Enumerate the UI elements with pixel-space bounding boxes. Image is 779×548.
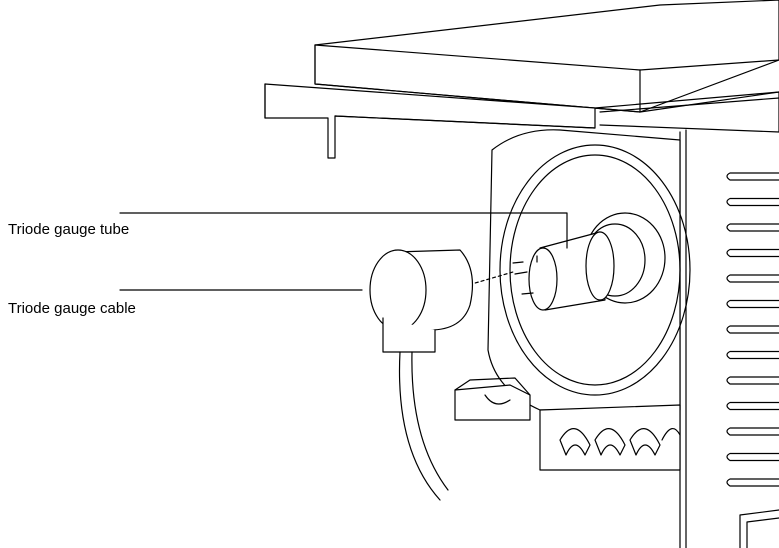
- vent-slot: [726, 376, 779, 385]
- vent-slot: [726, 350, 779, 360]
- label-triode-gauge-cable: Triode gauge cable: [8, 300, 136, 317]
- vent-slot: [726, 197, 779, 207]
- lower-latch: [454, 377, 531, 421]
- vent-slot: [726, 478, 779, 487]
- vent-slot: [726, 223, 779, 232]
- triode-gauge-cable: [369, 249, 473, 501]
- vent-slots: [726, 172, 779, 487]
- vent-slot: [726, 248, 779, 258]
- tube-pins: [512, 255, 538, 295]
- callout-line-tube: [119, 212, 568, 249]
- vent-slot: [726, 325, 779, 334]
- front-bracket: [264, 83, 779, 159]
- vent-slot: [726, 427, 779, 436]
- vent-slot: [726, 172, 779, 181]
- triode-gauge-tube: [512, 212, 666, 311]
- vent-slot: [726, 299, 779, 309]
- label-triode-gauge-tube: Triode gauge tube: [8, 221, 130, 238]
- cooling-fins: [539, 404, 681, 471]
- vent-slot: [726, 401, 779, 411]
- vent-slot: [726, 452, 779, 462]
- vent-slot: [726, 274, 779, 283]
- top-cover: [314, 0, 779, 113]
